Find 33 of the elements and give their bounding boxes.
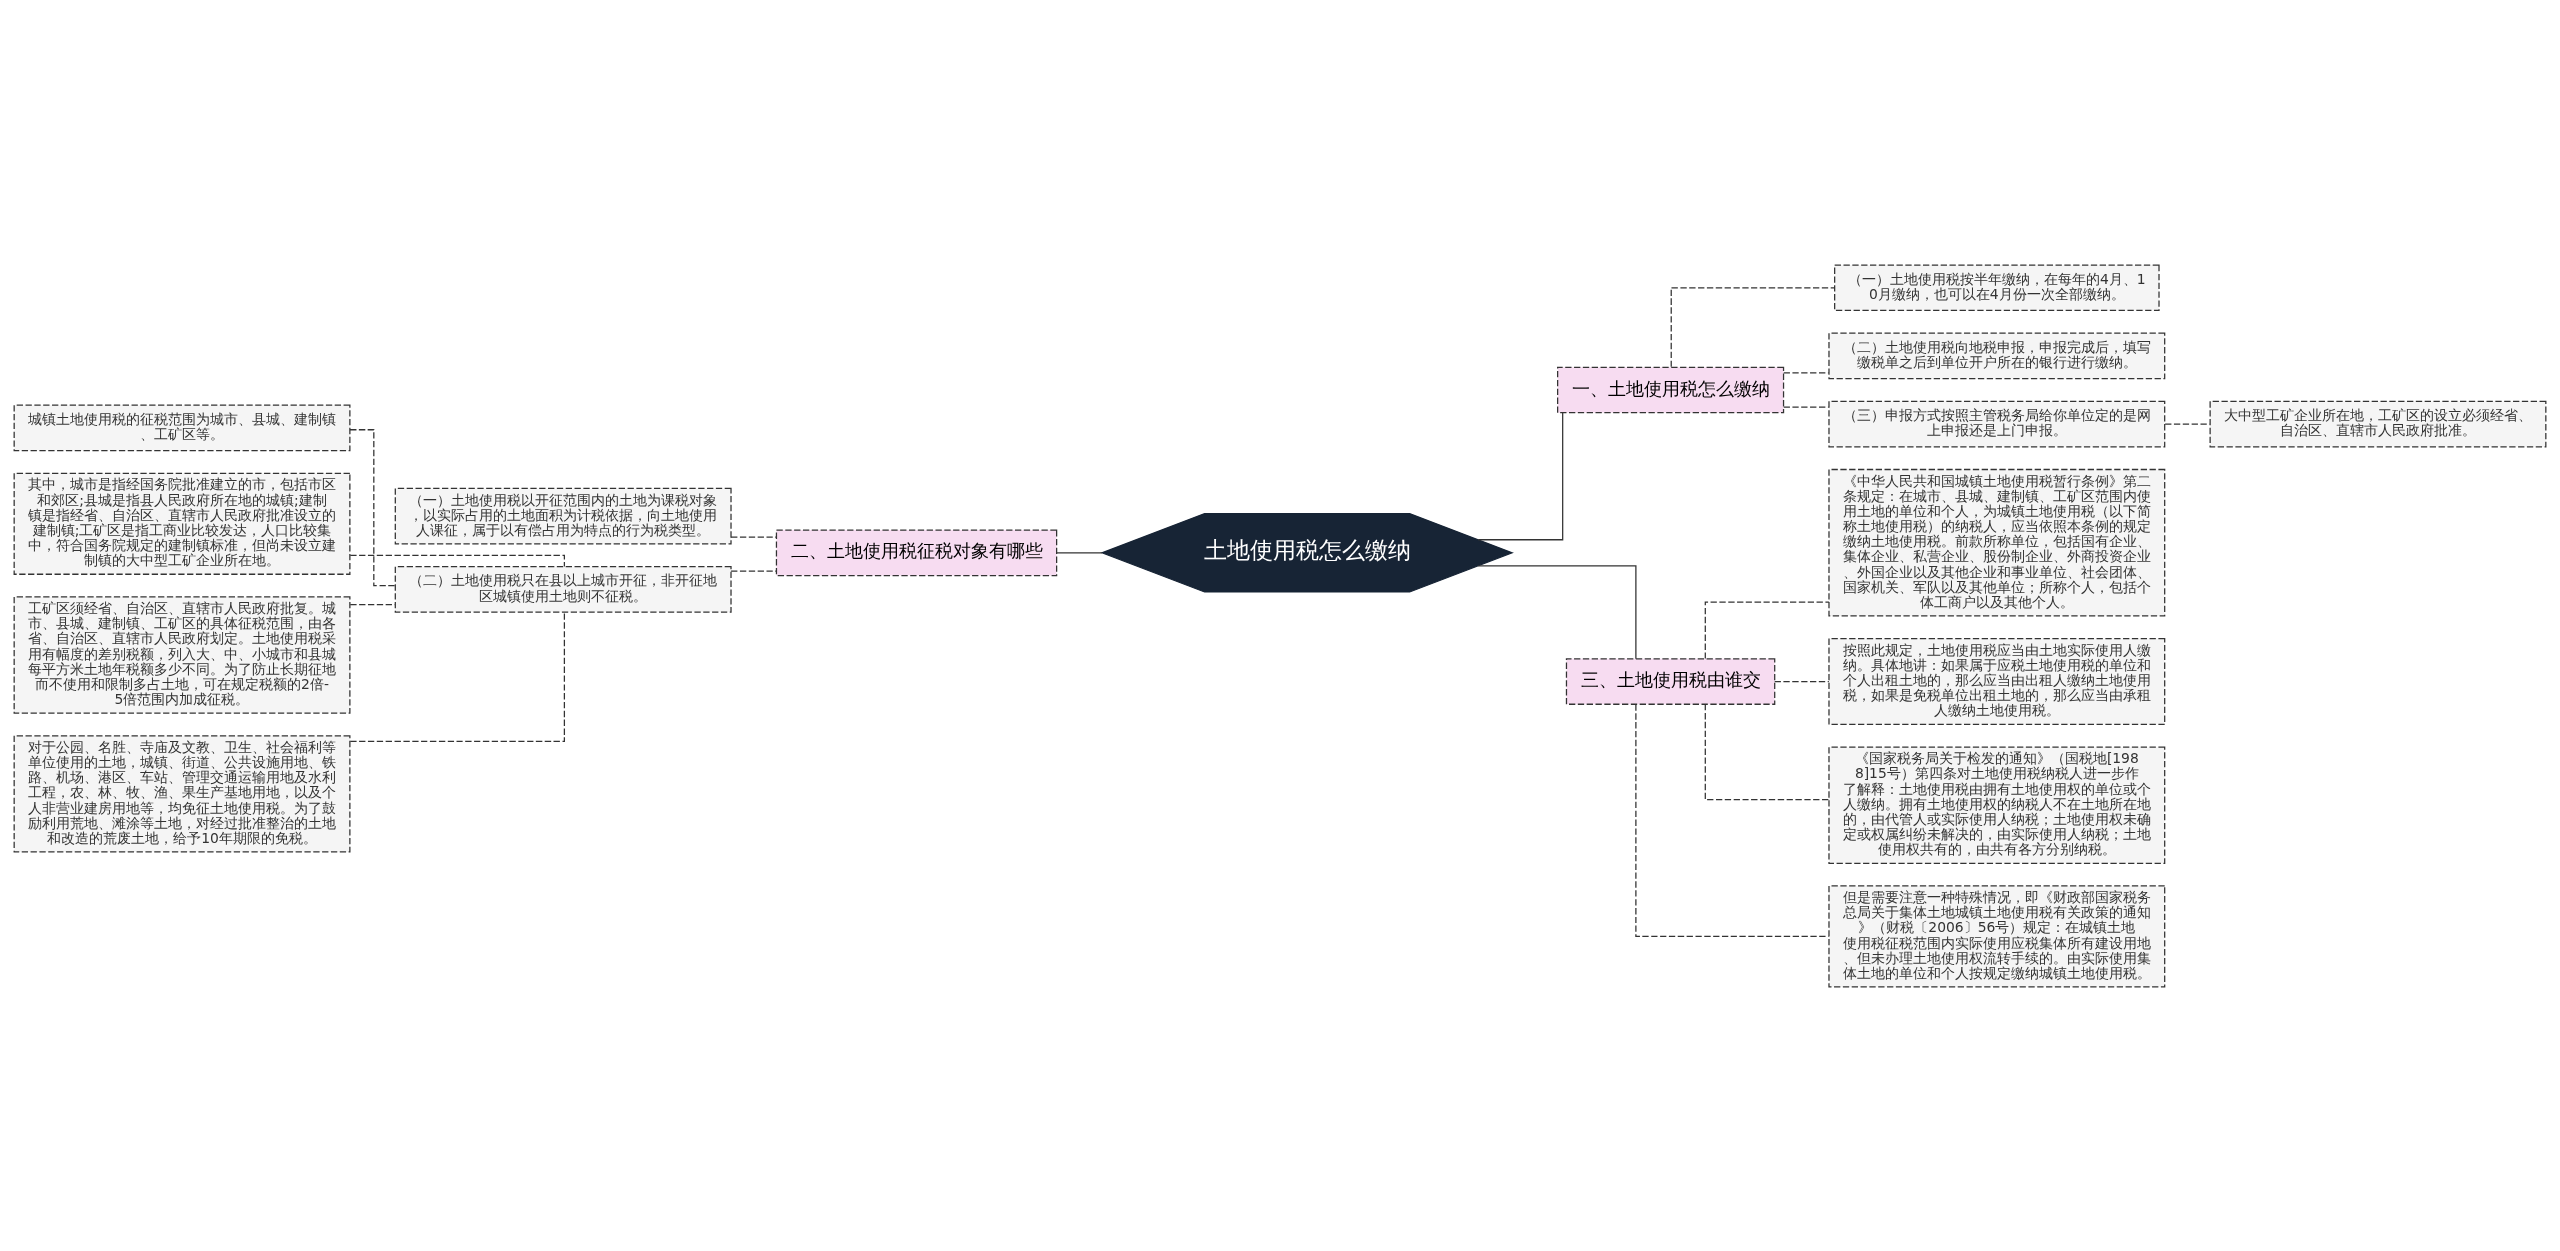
node-box: （二）土地使用税向地税申报，申报完成后，填写缴税单之后到单位开户所在的银行进行缴纳。	[1828, 332, 2166, 379]
node-box: （一）土地使用税以开征范围内的土地为课税对象，以实际占用的土地面积为计税依据，向土地使用人课征，属于以有偿占用为特点的行为税类型。	[394, 487, 732, 545]
node-box: 三、土地使用税由谁交	[1565, 657, 1776, 705]
node-box: 二、土地使用税征税对象有哪些	[775, 528, 1058, 576]
connector	[349, 611, 565, 742]
connector	[1704, 703, 1830, 800]
node-box: 对于公园、名胜、寺庙及文教、卫生、社会福利等单位使用的土地，城镇、街道、公共设施用地、铁路、机场、港区、车站、管理交通运输用地及水利工程，农、林、牧、渔、果生产基地用地，以及个人非营业建房用地等，均免征土地使用税。为了鼓励利用荒地、滩涂等土地，对经过批准整治的土地和改造的荒废土地，给予10年期限的免税。	[13, 734, 351, 853]
connector	[1783, 371, 1830, 374]
node-box: 一、土地使用税怎么缴纳	[1557, 366, 1785, 413]
node-box: 但是需要注意一种特殊情况，即《财政部国家税务总局关于集体土地城镇土地使用税有关政策的通知》（财税〔2006〕56号）规定：在城镇土地使用税征税范围内实际使用应税集体所有建设用地、但未办理土地使用权流转手续的。由实际使用集体土地的单位和个人按规定缴纳城镇土地使用税。	[1828, 884, 2166, 988]
connector	[1056, 551, 1103, 553]
node-box: 城镇土地使用税的征税范围为城市、县城、建制镇、工矿区等。	[13, 404, 351, 451]
connector	[1477, 564, 1637, 659]
connector	[1774, 680, 1830, 682]
node-box: 《国家税务局关于检发的通知》（国税地[1988]15号）第四条对土地使用税纳税人进一步作了解释：土地使用税由拥有土地使用权的单位或个人缴纳。拥有土地使用权的纳税人不在土地所在地的，由代管人或实际使用人纳税；土地使用权未确定或权属纠纷未解决的，由实际使用人纳税；土地使用权共有的，由共有各方分别纳税。	[1828, 746, 2166, 864]
node-box: 其中，城市是指经国务院批准建立的市，包括市区和郊区;县城是指县人民政府所在地的城镇;建制镇是指经省、自治区、直辖市人民政府批准设立的建制镇;工矿区是指工商业比较发达，人口比较集中，符合国务院规定的建制镇标准，但尚未设立建制镇的大中型工矿企业所在地。	[13, 472, 351, 575]
connector	[1477, 411, 1564, 540]
node-box: 大中型工矿企业所在地，工矿区的设立必须经省、自治区、直辖市人民政府批准。	[2209, 400, 2547, 447]
node-box: 《中华人民共和国城镇土地使用税暂行条例》第二条规定：在城市、县城、建制镇、工矿区范围内使用土地的单位和个人，为城镇土地使用税（以下简称土地使用税）的纳税人，应当依照本条例的规定缴纳土地使用税。前款所称单位，包括国有企业、集体企业、私营企业、股份制企业、外商投资企业、外国企业以及其他企业和事业单位、社会团体、国家机关、军队以及其他单位；所称个人，包括个体工商户以及其他个人。	[1828, 468, 2166, 617]
connector	[1704, 600, 1830, 659]
connector	[1635, 703, 1830, 937]
connector	[349, 554, 565, 567]
connector	[730, 535, 777, 538]
connector	[1783, 405, 1830, 408]
connector	[1670, 286, 1836, 367]
connector	[730, 569, 777, 572]
node-box: （三）申报方式按照主管税务局给你单位定的是网上申报还是上门申报。	[1828, 400, 2166, 447]
connector	[2164, 422, 2211, 425]
node-box: 工矿区须经省、自治区、直辖市人民政府批复。城市、县城、建制镇、工矿区的具体征税范围，由各省、自治区、直辖市人民政府划定。土地使用税采用有幅度的差别税额，列入大、中、小城市和县城每平方米土地年税额多少不同。为了防止长期征地而不使用和限制多占土地，可在规定税额的2倍-5倍范围内加成征税。	[13, 595, 351, 714]
connector	[349, 603, 396, 605]
node-box: 按照此规定，土地使用税应当由土地实际使用人缴纳。具体地讲：如果属于应税土地使用税的单位和个人出租土地的，那么应当由出租人缴纳土地使用税，如果是免税单位出租土地的，那么应当由承租人缴纳土地使用税。	[1828, 637, 2166, 725]
node-box: （二）土地使用税只在县以上城市开征，非开征地区城镇使用土地则不征税。	[394, 565, 732, 613]
node-box: （一）土地使用税按半年缴纳，在每年的4月、10月缴纳，也可以在4月份一次全部缴纳。	[1834, 263, 2160, 311]
